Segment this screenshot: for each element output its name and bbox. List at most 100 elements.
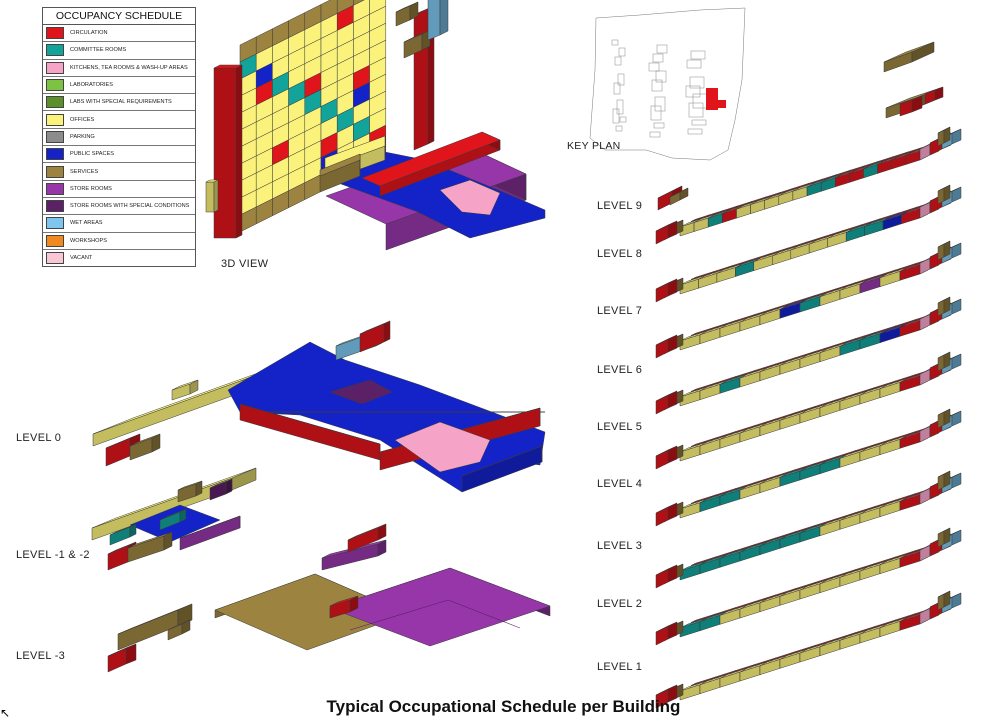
room-divider	[846, 284, 855, 289]
site-building-outline	[648, 62, 660, 72]
stair-core	[667, 621, 678, 640]
room-divider	[746, 483, 755, 489]
room-divider	[844, 170, 853, 176]
room-divider	[873, 443, 882, 448]
room-divider	[773, 418, 782, 423]
room-divider	[755, 198, 764, 204]
committee-block	[109, 523, 137, 536]
label-level-7: LEVEL 7	[597, 305, 643, 317]
room-divider	[833, 232, 842, 237]
legend-item: WET AREAS	[43, 215, 195, 233]
legend-item: STORE ROOMS WITH SPECIAL CONDITIONS	[43, 198, 195, 216]
room-divider	[726, 433, 735, 438]
special-store	[209, 478, 233, 489]
stair-core	[107, 643, 137, 657]
legend-label: STORE ROOMS WITH SPECIAL CONDITIONS	[70, 203, 190, 210]
room-divider	[733, 487, 742, 493]
room-divider	[846, 514, 855, 519]
room-divider	[786, 590, 795, 595]
room-divider	[826, 290, 835, 295]
room-divider	[686, 445, 695, 451]
room-divider	[722, 267, 732, 272]
room-divider	[726, 552, 735, 557]
legend-item: CIRCULATION	[43, 25, 195, 43]
label-level-minus3: LEVEL -3	[16, 650, 66, 662]
legend-item: LABS WITH SPECIAL REQUIREMENTS	[43, 94, 195, 112]
circulation-tower	[213, 67, 237, 239]
room-divider	[813, 462, 822, 467]
site-building-outline	[611, 39, 619, 46]
label-level-6: LEVEL 6	[597, 364, 643, 376]
stair-core	[667, 278, 678, 297]
room-divider	[813, 524, 822, 529]
site-building-outline	[687, 128, 703, 135]
site-building-outline	[615, 125, 623, 132]
legend-label: SERVICES	[70, 168, 99, 175]
room-divider	[726, 207, 736, 213]
room-divider	[882, 158, 891, 164]
label-level-4: LEVEL 4	[597, 478, 643, 490]
site-building-outline	[616, 99, 624, 115]
label-level-3: LEVEL 3	[597, 540, 643, 552]
room-divider	[846, 395, 855, 400]
room-divider	[910, 149, 919, 155]
room-divider	[773, 475, 782, 480]
room-divider	[786, 653, 795, 658]
legend-item: SERVICES	[43, 163, 195, 181]
wet-core	[427, 0, 441, 41]
room-divider	[733, 430, 742, 436]
room-divider	[759, 197, 769, 202]
stair-core	[657, 185, 683, 199]
room-divider	[684, 221, 693, 226]
room-divider	[703, 215, 712, 220]
room-divider	[726, 672, 735, 677]
legend-item: WORKSHOPS	[43, 233, 195, 250]
room-divider	[833, 344, 842, 349]
room-divider	[741, 261, 750, 266]
plate-edge	[447, 599, 521, 629]
room-divider	[704, 273, 713, 278]
room-divider	[846, 340, 855, 345]
legend-label: WORKSHOPS	[70, 237, 107, 244]
service-core	[177, 480, 203, 491]
site-building-outline	[654, 96, 666, 112]
room-divider	[889, 214, 898, 219]
stair-core	[667, 220, 678, 239]
room-divider	[729, 265, 738, 270]
room-divider	[893, 499, 902, 504]
room-divider	[826, 346, 835, 351]
label-level-minus1-minus2: LEVEL -1 & -2	[16, 549, 90, 561]
office-plate	[231, 467, 257, 491]
room-divider	[693, 500, 702, 505]
site-boundary	[589, 7, 746, 161]
site-building-outline	[652, 53, 664, 63]
stair-core	[667, 502, 678, 521]
label-level-5: LEVEL 5	[597, 421, 643, 433]
site-building-outline	[688, 102, 704, 118]
site-building-outline	[656, 44, 668, 54]
room-divider	[793, 587, 802, 593]
room-divider	[746, 315, 755, 321]
room-divider	[766, 477, 775, 482]
room-divider	[866, 277, 875, 283]
room-divider	[686, 502, 695, 508]
room-divider	[712, 212, 722, 217]
room-divider	[853, 568, 862, 574]
room-divider	[753, 369, 762, 374]
room-divider	[766, 596, 775, 601]
room-divider	[766, 309, 775, 314]
stair-core	[107, 541, 137, 555]
room-divider	[821, 236, 830, 241]
stair-core	[655, 502, 678, 514]
service-core	[127, 531, 173, 549]
room-divider	[906, 265, 915, 270]
stair-core	[655, 684, 678, 696]
legend-swatch	[46, 148, 64, 161]
room-divider	[806, 464, 815, 470]
legend-item: PARKING	[43, 129, 195, 147]
room-divider	[893, 437, 902, 442]
roof-plant	[395, 1, 419, 13]
room-divider	[796, 243, 806, 249]
